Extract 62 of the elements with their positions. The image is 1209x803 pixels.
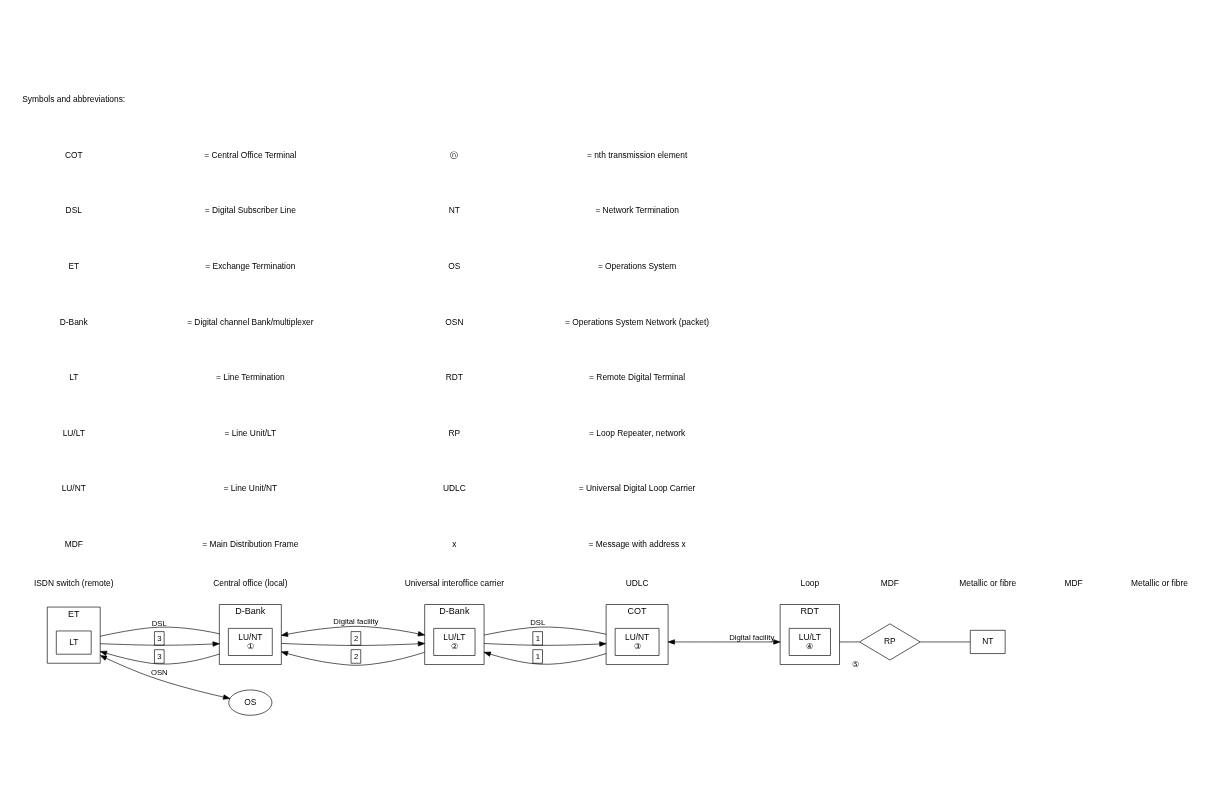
label: = Operations System [597,260,677,271]
node-box: LU/NT ③ [614,627,660,656]
label: = Universal Digital Loop Carrier [578,482,696,493]
node-box: LU/NT ① [228,627,273,656]
node-diamond: RP [859,623,921,660]
arrow [483,651,607,665]
label: UDLC [442,482,466,493]
label: = Line Termination [216,371,285,382]
node-box: LU/LT ④ [788,627,831,656]
label: OSN [445,316,464,327]
label: LU/LT [62,427,85,438]
label: LT [69,371,79,382]
arrow [667,638,781,645]
node-box: LU/LT ② [433,627,476,656]
label: D-Bank [59,316,88,327]
label: = Central Office Terminal [204,149,297,160]
label: = Digital Subscriber Line [204,204,296,215]
label: MDF [64,538,83,549]
label: NT [448,204,460,215]
node-box: LT [56,630,92,655]
label: UDLC [625,577,649,588]
label: Loop [800,577,820,588]
label: = Message with address x [588,538,686,549]
arrow [281,640,425,646]
label: Metallic or fibre [959,577,1017,588]
label: LU/NT [61,482,86,493]
connector [839,641,860,642]
label: = Remote Digital Terminal [589,371,686,382]
label: MDF [1064,577,1083,588]
arrow [281,650,425,666]
label: MDF [880,577,899,588]
arrow [99,640,220,647]
label: = Operations System Network (packet) [565,316,710,327]
label: DSL [65,204,82,215]
node-ellipse: OS [228,689,273,716]
label: = Exchange Termination [205,260,296,271]
node-label: ⑤ [851,658,859,669]
label: Universal interoffice carrier [404,577,505,588]
label: RP [448,427,461,438]
node-box: NT [969,629,1006,654]
label: = Line Unit/NT [223,482,278,493]
label: = Main Distribution Frame [202,538,299,549]
label: Symbols and abbreviations: [22,93,126,104]
label: ISDN switch (remote) [33,577,114,588]
label: = nth transmission element [586,149,688,160]
label: = Loop Repeater, network [589,427,686,438]
arrow [483,640,607,647]
arrow [281,625,425,637]
label: Central office (local) [213,577,288,588]
label: COT [64,149,83,160]
label: OS [448,260,461,271]
label: RDT [445,371,463,382]
label: ⓝ [450,149,459,160]
label: = Digital channel Bank/multiplexer [187,316,314,327]
label: x [452,538,457,549]
label: = Line Unit/LT [224,427,277,438]
label: = Network Termination [595,204,679,215]
arrow [99,654,231,700]
label: ET [68,260,80,271]
arrow [99,650,220,664]
label: Metallic or fibre [1131,577,1188,588]
connector [919,641,971,642]
